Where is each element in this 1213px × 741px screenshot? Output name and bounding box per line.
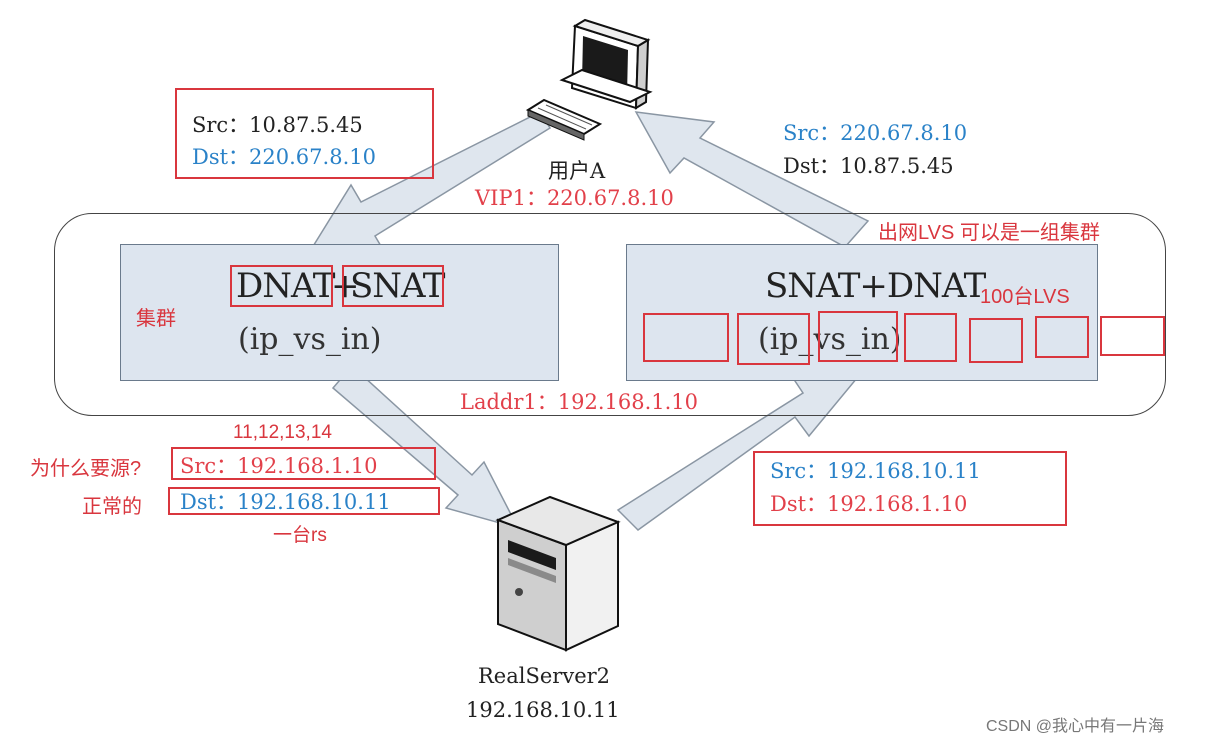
dnat-highlight [230, 265, 333, 307]
fullnat-dst: Dst：192.168.10.11 [180, 490, 391, 514]
cluster-frame [54, 213, 1166, 416]
snat-label: SNAT [350, 266, 445, 306]
fullnat-src: Src：192.168.1.10 [180, 454, 378, 478]
lvs-slot-1 [643, 313, 729, 362]
why-source-question: 为什么要源? [30, 458, 142, 480]
lvs-slot-5 [969, 318, 1023, 363]
fullnat-dst-box [168, 487, 440, 515]
lvs-slot-2 [737, 313, 810, 365]
reply-src: Src：192.168.10.11 [770, 459, 981, 483]
response-dst: Dst：10.87.5.45 [783, 154, 954, 178]
left-module: (ip_vs_in) [238, 322, 382, 357]
reply-packet-box [753, 451, 1067, 526]
server-name: RealServer2 [478, 664, 611, 688]
plus-label: + [331, 266, 359, 306]
port-numbers: 11,12,13,14 [233, 422, 332, 443]
server-ip: 192.168.10.11 [466, 698, 620, 722]
arrow-server-to-snat [616, 371, 864, 531]
user-label: 用户A [548, 159, 606, 183]
lvs-slot-4 [904, 313, 957, 362]
reply-dst: Dst：192.168.1.10 [770, 492, 968, 516]
cluster-label: 集群 [136, 308, 176, 330]
lvs-inbound-box [120, 244, 559, 381]
one-rs-label: 一台rs [273, 525, 327, 546]
request-src: Src：10.87.5.45 [192, 113, 363, 137]
computer-icon [525, 18, 653, 141]
response-src: Src：220.67.8.10 [783, 121, 968, 145]
dnat-label: DNAT [236, 266, 335, 306]
normal-label: 正常的 [82, 496, 142, 518]
fullnat-src-box [171, 447, 436, 480]
lvs-slot-7 [1100, 316, 1165, 356]
vip-label: VIP1：220.67.8.10 [475, 186, 674, 210]
server-icon [495, 495, 621, 652]
request-packet-box [175, 88, 434, 179]
outbound-note: 出网LVS 可以是一组集群 [878, 222, 1100, 244]
lvs-slot-6 [1035, 316, 1089, 358]
right-module: (ip_vs_in) [758, 322, 902, 357]
lvs-slot-3 [818, 311, 898, 362]
snat-highlight [342, 265, 444, 307]
right-title: SNAT+DNAT [765, 266, 986, 306]
lvs-count: 100台LVS [980, 286, 1070, 308]
watermark: CSDN @我心中有一片海 [986, 718, 1165, 735]
request-dst: Dst：220.67.8.10 [192, 145, 376, 169]
laddr-label: Laddr1：192.168.1.10 [460, 390, 699, 414]
